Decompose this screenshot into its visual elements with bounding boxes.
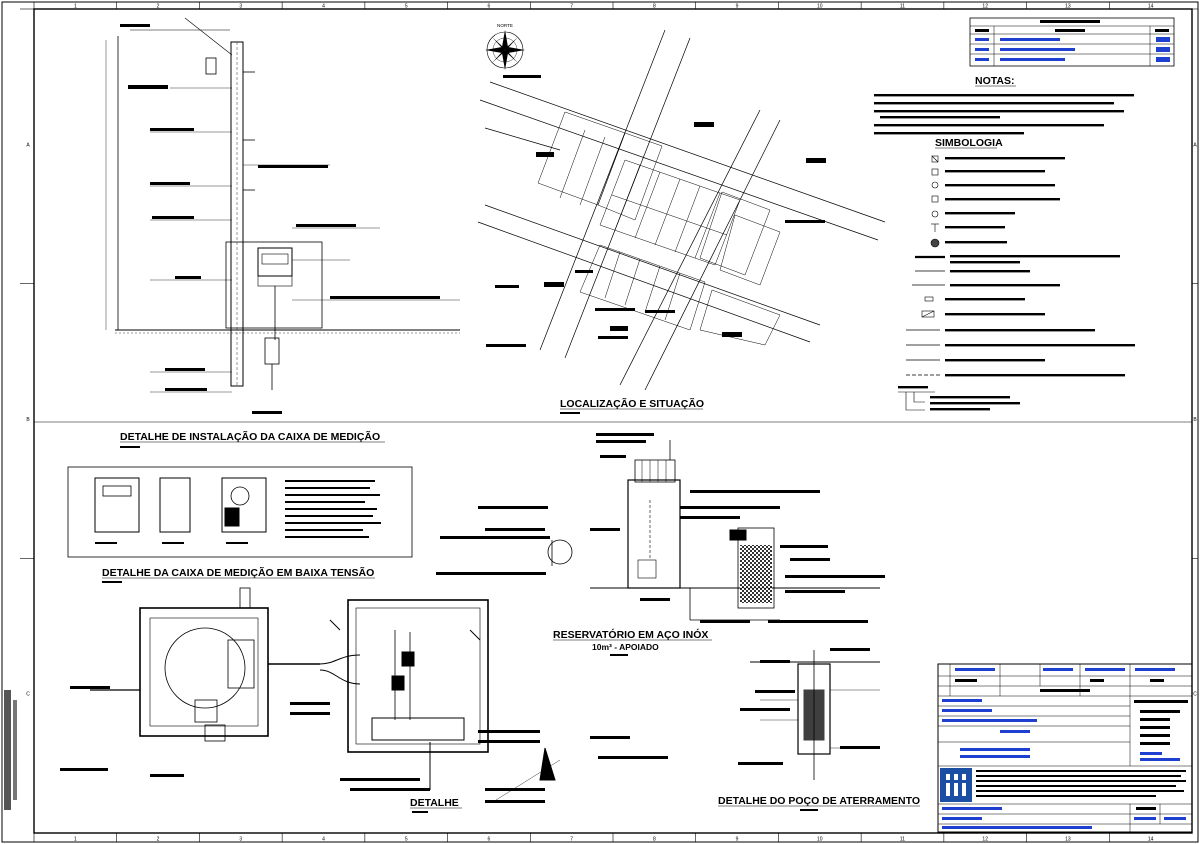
column-marker: 10 — [817, 837, 823, 843]
column-marker: 1 — [74, 4, 77, 10]
grounding-well — [750, 650, 880, 780]
column-marker: 13 — [1065, 4, 1071, 10]
column-marker: 4 — [322, 4, 325, 10]
column-marker: 2 — [157, 837, 160, 843]
column-marker: 9 — [736, 837, 739, 843]
company-logo — [940, 768, 972, 802]
column-marker: 8 — [653, 837, 656, 843]
column-marker: 11 — [900, 4, 905, 10]
grounding-annotations — [738, 648, 880, 765]
column-marker: 2 — [157, 4, 160, 10]
column-marker: 14 — [1148, 837, 1154, 843]
reservoir-hatch — [740, 545, 772, 603]
column-marker: 5 — [405, 837, 408, 843]
column-marker: 1 — [74, 837, 77, 843]
column-marker: 12 — [982, 4, 988, 10]
symbology-heading: SIMBOLOGIA — [935, 137, 1003, 149]
notes-heading: NOTAS: — [975, 75, 1014, 87]
meter-box-legend — [95, 480, 381, 544]
column-marker: 14 — [1148, 4, 1154, 10]
conduit-annotations — [60, 686, 668, 803]
column-marker: 6 — [488, 837, 491, 843]
drawing-titles: DETALHE DE INSTALAÇÃO DA CAIXA DE MEDIÇÃ… — [102, 397, 920, 809]
row-marker: A — [26, 142, 30, 148]
symbology-legend — [898, 155, 945, 411]
title-reservoir-sub: 10m³ - APOIADO — [592, 642, 659, 652]
scale-notes — [102, 412, 818, 813]
row-marker: C — [26, 692, 30, 698]
reservoir-annotations — [436, 433, 885, 623]
installation-annotations — [120, 24, 440, 414]
column-marker: 7 — [570, 4, 573, 10]
title-grounding-well: DETALHE DO POÇO DE ATERRAMENTO — [718, 795, 920, 807]
title-block-text — [942, 668, 1188, 829]
compass-label: NORTE — [497, 23, 513, 28]
column-marker: 11 — [900, 837, 905, 843]
row-marker: A — [1193, 142, 1197, 148]
column-marker: 3 — [239, 4, 242, 10]
site-map — [477, 29, 886, 391]
notes-lines — [874, 94, 1134, 135]
column-marker: 7 — [570, 837, 573, 843]
column-marker: 4 — [322, 837, 325, 843]
revision-table-text — [975, 20, 1170, 62]
column-marker: 6 — [488, 4, 491, 10]
column-marker: 8 — [653, 4, 656, 10]
title-detail: DETALHE — [410, 797, 459, 809]
column-marker: 5 — [405, 4, 408, 10]
conduit-detail — [90, 587, 561, 801]
title-block — [937, 663, 1193, 833]
meter-box-detail — [67, 466, 413, 558]
reservoir-detail — [547, 440, 880, 621]
row-markers: A A B B C C — [20, 8, 1198, 698]
title-location: LOCALIZAÇÃO E SITUAÇÃO — [560, 397, 704, 410]
column-marker: 13 — [1065, 837, 1071, 843]
side-stamp — [4, 690, 17, 810]
row-marker: B — [1193, 417, 1197, 423]
title-installation-detail: DETALHE DE INSTALAÇÃO DA CAIXA DE MEDIÇÃ… — [120, 430, 380, 443]
column-marker: 9 — [736, 4, 739, 10]
installation-detail — [105, 17, 460, 393]
title-meter-box-detail: DETALHE DA CAIXA DE MEDIÇÃO EM BAIXA TEN… — [102, 566, 374, 579]
column-marker: 12 — [982, 837, 988, 843]
column-marker: 10 — [817, 4, 823, 10]
column-marker: 3 — [239, 837, 242, 843]
title-reservoir: RESERVATÓRIO EM AÇO INÓX — [553, 628, 708, 641]
symbology-text — [898, 157, 1135, 411]
row-marker: B — [26, 417, 30, 423]
row-marker: C — [1193, 692, 1197, 698]
site-map-labels — [486, 75, 826, 347]
revision-table — [969, 17, 1175, 67]
north-arrow-icon — [485, 30, 525, 70]
